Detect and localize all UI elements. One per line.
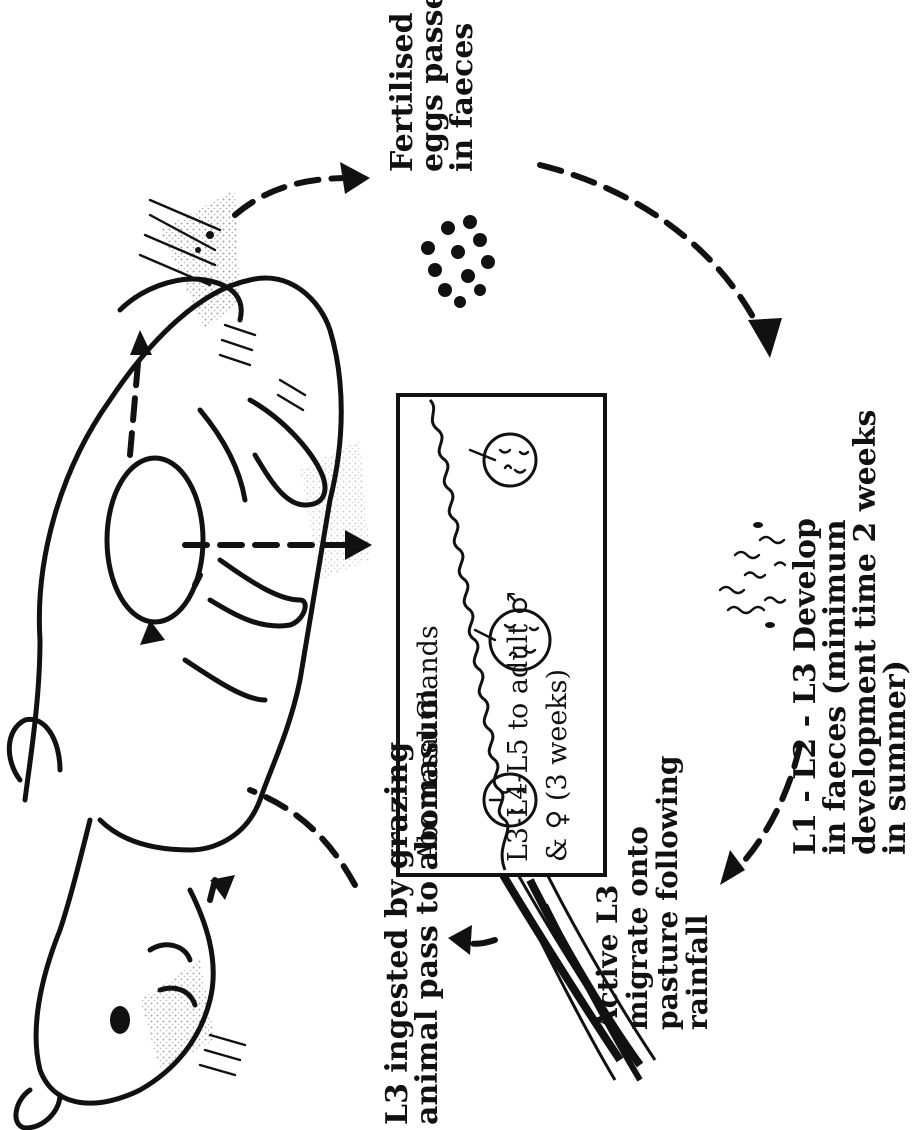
label-develop-line4: in summer) xyxy=(878,660,913,855)
label-migrate-line1: Active L3 xyxy=(591,885,624,1031)
eggs-icon xyxy=(421,215,495,308)
arrow-eggs-to-develop xyxy=(540,165,760,330)
label-migrate-line2: migrate onto xyxy=(621,826,654,1030)
label-develop: L1 - L2 - L3 Develop in faeces (minimum … xyxy=(788,410,913,855)
label-eggs-line3: in faeces xyxy=(445,23,480,172)
arrowhead-icon xyxy=(720,850,745,885)
arrowhead-icon xyxy=(748,318,782,358)
label-migrate-line3: pasture following xyxy=(651,756,684,1030)
glands-duration-text: & ♀ (3 weeks) xyxy=(542,669,573,862)
label-migrate: Active L3 migrate onto pasture following… xyxy=(591,756,714,1031)
abomasum-icon xyxy=(107,458,203,622)
label-ingested: L3 ingested by grazing animal pass to ab… xyxy=(380,688,445,1125)
arrowhead-icon xyxy=(448,925,472,955)
label-migrate-line4: rainfall xyxy=(681,915,714,1030)
label-ingested-line2: animal pass to abomasum xyxy=(410,688,445,1125)
sheep-illustration-icon xyxy=(9,190,370,1128)
label-eggs: Fertilised eggs passed in faeces xyxy=(385,0,480,172)
glands-stage-text: L3-L4-L5 to adult ♂ xyxy=(503,591,534,862)
larvae-icon xyxy=(720,522,785,628)
arrowhead-icon xyxy=(340,162,370,194)
arrow-tail-to-eggs xyxy=(235,178,350,215)
arrow-ingested-to-mouth xyxy=(250,790,355,885)
